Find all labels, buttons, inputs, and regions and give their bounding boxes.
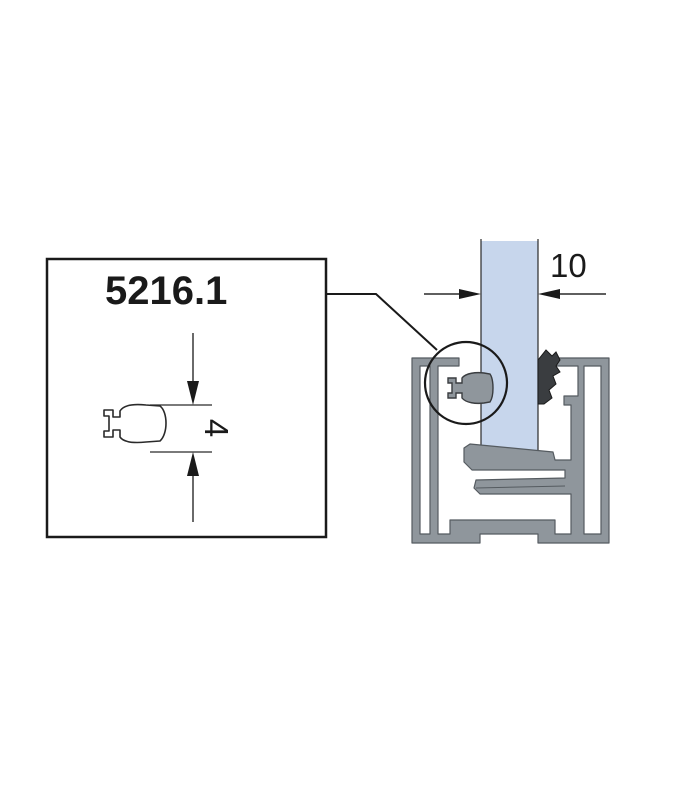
aluminium-profile [411, 357, 610, 544]
part-number-label: 5216.1 [105, 269, 227, 313]
seal-dimension-label: 4 [198, 419, 235, 437]
glass-pane [481, 241, 538, 452]
profile-cross-section: 10 [411, 239, 610, 544]
dim-arrow-down [187, 381, 199, 405]
detail-callout-box: 5216.1 4 [45, 257, 328, 539]
inner-seal-left [447, 371, 494, 405]
glass-dim-arrow-left [538, 289, 560, 299]
detail-magnifier-circle [423, 340, 509, 426]
profile-channel-line [475, 485, 566, 489]
seal-profile-outline [103, 403, 167, 444]
detail-frame [45, 257, 328, 539]
wedge-gasket-right [537, 349, 561, 405]
glass-dim-arrow-right [459, 289, 481, 299]
dim-arrow-up [187, 452, 199, 476]
glass-dimension-label: 10 [550, 247, 587, 284]
callout-leader-line [326, 293, 438, 351]
